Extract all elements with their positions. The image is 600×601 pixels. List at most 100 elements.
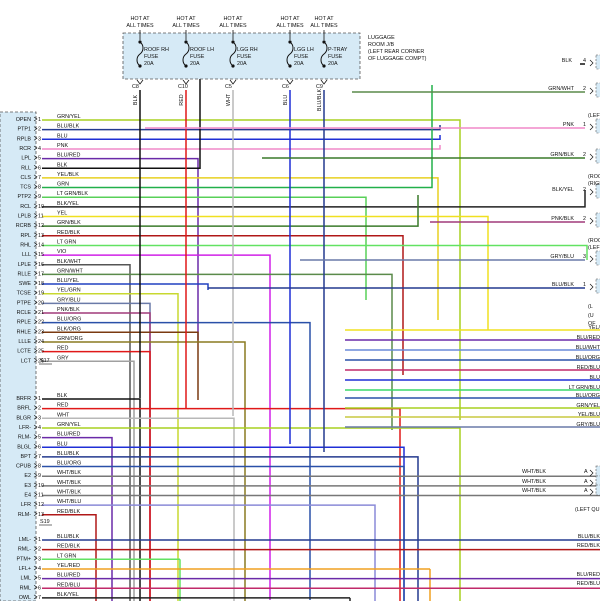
right-bus-label: LT GRN/BLU	[569, 385, 600, 391]
wire-color-label: BLU/ORG	[57, 461, 81, 467]
module-wire-trace	[42, 177, 439, 320]
connector-terminal-icon	[589, 153, 594, 161]
pin-terminal-icon	[33, 222, 38, 228]
wire-color-label: GRN	[57, 182, 69, 188]
pin-terminal-icon	[33, 585, 38, 590]
pin-terminal-icon	[33, 165, 38, 170]
fuse-label: ROOF LH	[190, 47, 214, 53]
fuse-connector-id: C8	[132, 84, 139, 90]
wire-color-label: LT GRN	[57, 553, 76, 559]
wire-color-label: BLU	[57, 441, 68, 447]
module-wire-trace	[42, 135, 441, 141]
right-wire-label: BLK/YEL	[552, 187, 574, 193]
module-wire-trace	[42, 398, 141, 601]
connector-terminal-icon	[589, 188, 594, 196]
module-pin-name: LPL	[21, 156, 31, 162]
wire-color-label: RED/BLU	[57, 582, 80, 588]
module-pin-name: RLM-	[18, 512, 31, 518]
wire-color-label: WHT/BLK	[57, 470, 81, 476]
wire-color-label: BLK/ORG	[57, 326, 81, 332]
module-pin-name: LPLB	[18, 214, 32, 220]
module-pin-name: RHL	[20, 242, 31, 248]
right-component-note: OF	[588, 321, 596, 327]
pin-terminal-icon	[33, 556, 38, 561]
wire-color-label: YEL/BLK	[57, 172, 79, 178]
right-wire-label: WHT/BLK	[522, 469, 546, 475]
pin-terminal-icon	[33, 594, 38, 600]
module-wire-trace	[42, 350, 151, 601]
right-pin-number: 2	[583, 86, 586, 92]
right-component-note: (L	[588, 304, 593, 310]
wire-color-label: YEL/RED	[57, 563, 80, 569]
module-wire-trace	[42, 65, 201, 169]
module-pin-name: RLL	[21, 165, 31, 171]
all-times-label: ALL TIMES	[276, 23, 304, 29]
pin-terminal-icon	[33, 358, 38, 363]
module-pin-name: RCRB	[16, 223, 32, 229]
module-wire-trace	[42, 145, 441, 150]
pin-number: 5	[38, 156, 41, 162]
wire-color-label: BLU/BLK	[57, 451, 80, 457]
module-pin-name: LFL+	[19, 566, 31, 572]
wire-color-label: PNK	[57, 143, 68, 149]
right-pin-number: 2	[583, 216, 586, 222]
pin-terminal-icon	[33, 203, 38, 209]
wire-color-label: GRY/BLU	[57, 297, 81, 303]
fuse-wire-color: BLU/BLK	[317, 89, 323, 112]
pin-number: 22	[38, 320, 44, 326]
module-pin-name: CPUB	[16, 464, 31, 470]
right-component-note: (LEFT	[588, 113, 600, 119]
fuse-element-icon	[136, 41, 144, 67]
module-pin-name: BLGR	[16, 415, 31, 421]
pin-terminal-icon	[33, 434, 38, 439]
pin-terminal-icon	[33, 280, 38, 286]
wire-color-label: WHT/BLK	[57, 480, 81, 486]
module-wire-trace	[42, 157, 199, 340]
fuse-terminal	[138, 64, 142, 68]
pin-number: 11	[38, 493, 44, 499]
pin-number: 5	[38, 576, 41, 582]
module-wire-trace	[42, 465, 405, 601]
pin-terminal-icon	[33, 184, 38, 189]
module-pin-name: BLGL	[17, 444, 31, 450]
fuse-terminal	[288, 64, 292, 68]
pin-terminal-icon	[33, 463, 38, 468]
right-bus-label: BLU/WHT	[576, 345, 600, 351]
wire-color-label: PNK/BLK	[57, 307, 80, 313]
right-connector-box	[595, 484, 600, 496]
wire-color-label: GRN/YEL	[57, 422, 81, 428]
connector-chevron-icon	[136, 79, 144, 85]
module-wire-trace	[42, 321, 311, 600]
pin-terminal-icon	[33, 444, 38, 449]
wire-color-label: GRN/BLK	[57, 220, 81, 226]
module-wire-trace	[42, 456, 419, 601]
pin-number: 23	[38, 329, 44, 335]
pin-terminal-icon	[33, 424, 38, 430]
module-pin-name: RML	[20, 585, 31, 591]
fuse-wire-color: BLU	[283, 95, 289, 106]
wire-color-label: RED/BLK	[57, 509, 80, 515]
module-pin-name: PTPE	[17, 300, 31, 306]
pin-number: 6	[38, 585, 41, 591]
fuse-box-outline	[122, 32, 361, 80]
pin-number: 26	[38, 358, 44, 364]
pin-terminal-icon	[33, 319, 38, 324]
right-bus-label: GRN/YEL	[576, 403, 600, 409]
pin-number: 7	[38, 454, 41, 460]
module-pin-name: LFR	[21, 502, 31, 508]
connector-terminal-icon	[589, 469, 594, 477]
fuse-box-title-line: ROOM J/B	[368, 42, 394, 48]
module-pin-name: PTP2	[18, 194, 31, 200]
module-pin-name: BRFL	[17, 406, 31, 412]
wire-color-label: BLK/YEL	[57, 201, 79, 207]
pin-number: 18	[38, 281, 44, 287]
fuse-element-icon	[320, 41, 328, 67]
right-bus-label: BLU	[590, 375, 600, 381]
right-connector-box	[595, 54, 600, 70]
right-bus-label: YEL/	[588, 325, 600, 331]
wire-color-label: YEL/GRN	[57, 288, 81, 294]
pin-number: 20	[38, 300, 44, 306]
fuse-label: FUSE	[190, 54, 205, 60]
